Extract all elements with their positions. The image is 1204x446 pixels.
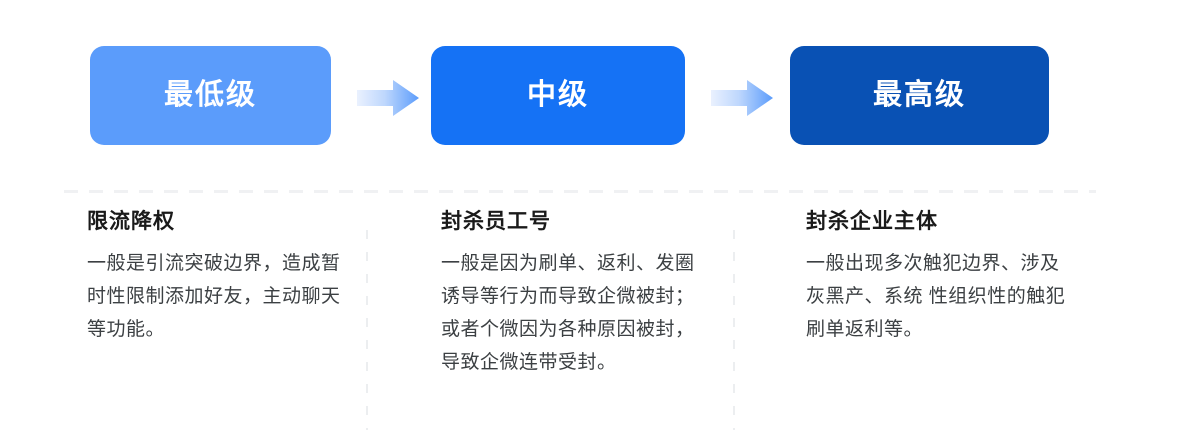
level-box-label: 最高级 — [872, 79, 966, 111]
detail-column-lowest: 限流降权 一般是引流突破边界，造成暂时性限制添加好友，主动聊天等功能。 — [87, 210, 342, 346]
detail-body: 一般是因为刷单、返利、发圈诱导等行为而导致企微被封；或者个微因为各种原因被封，导… — [441, 253, 695, 374]
level-box-lowest[interactable]: 最低级 — [90, 46, 331, 145]
level-progression-row: 最低级 中级 — [0, 0, 1204, 175]
level-box-label: 中级 — [526, 79, 589, 111]
detail-body: 一般出现多次触犯边界、涉及灰黑产、系统 性组织性的触犯刷单返利等。 — [806, 253, 1066, 341]
detail-column-highest: 封杀企业主体 一般出现多次触犯边界、涉及灰黑产、系统 性组织性的触犯刷单返利等。 — [806, 210, 1068, 346]
vertical-dashed-divider — [733, 230, 735, 430]
detail-columns-row: 限流降权 一般是引流突破边界，造成暂时性限制添加好友，主动聊天等功能。 封杀员工… — [0, 210, 1204, 446]
level-box-label: 最低级 — [163, 79, 257, 111]
arrow-right-icon — [357, 79, 419, 117]
detail-body: 一般是引流突破边界，造成暂时性限制添加好友，主动聊天等功能。 — [87, 253, 341, 341]
detail-title: 限流降权 — [87, 210, 175, 233]
detail-column-middle: 封杀员工号 一般是因为刷单、返利、发圈诱导等行为而导致企微被封；或者个微因为各种… — [441, 210, 703, 379]
detail-title: 封杀员工号 — [441, 210, 551, 233]
level-box-highest[interactable]: 最高级 — [790, 46, 1049, 145]
arrow-right-icon — [711, 79, 773, 117]
level-box-middle[interactable]: 中级 — [431, 46, 685, 145]
detail-title: 封杀企业主体 — [806, 210, 938, 233]
vertical-dashed-divider — [366, 230, 368, 430]
horizontal-dashed-separator — [64, 190, 1096, 193]
